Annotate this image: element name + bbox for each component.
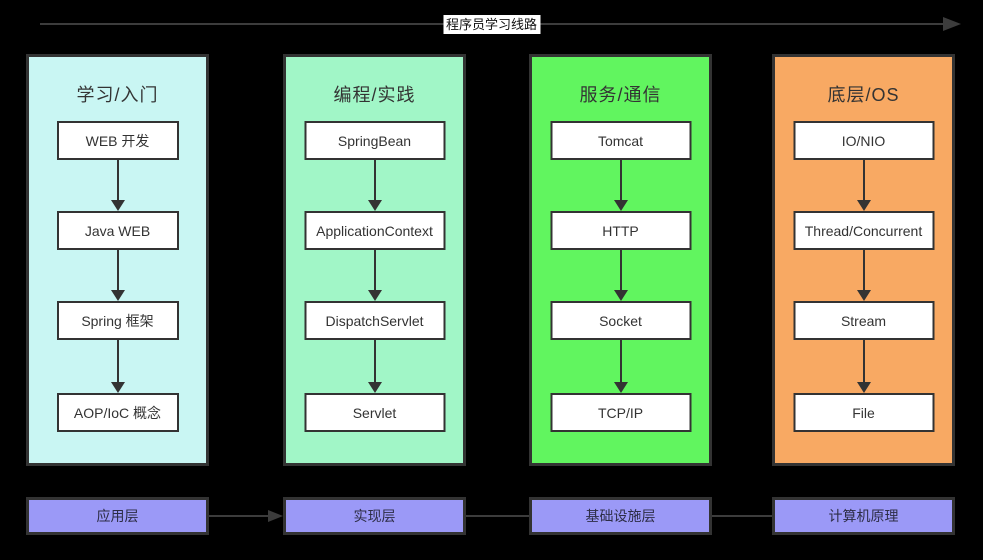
layer-connector-line <box>466 515 529 517</box>
layer-label: 应用层 <box>96 508 139 524</box>
node-springbean: SpringBean <box>304 121 445 160</box>
panel-title: 编程/实践 <box>333 85 416 105</box>
node-dispatchservlet: DispatchServlet <box>304 301 445 340</box>
layer-computer-principles: 计算机原理 <box>772 497 955 535</box>
down-arrow-icon <box>116 340 119 382</box>
layer-infrastructure: 基础设施层 <box>529 497 712 535</box>
node-thread-concurrent: Thread/Concurrent <box>793 211 934 250</box>
panel-title: 底层/OS <box>827 85 900 105</box>
layer-label: 计算机原理 <box>828 508 899 524</box>
node-stream: Stream <box>793 301 934 340</box>
panel-title: 服务/通信 <box>579 85 662 105</box>
node-web-dev: WEB 开发 <box>56 121 179 160</box>
down-arrow-icon <box>619 160 622 200</box>
arrowhead-right-icon <box>943 17 961 31</box>
node-io-nio: IO/NIO <box>793 121 934 160</box>
node-socket: Socket <box>550 301 691 340</box>
node-aop-ioc-concept: AOP/IoC 概念 <box>56 393 179 432</box>
down-arrow-icon <box>862 340 865 382</box>
down-arrow-icon <box>619 340 622 382</box>
node-file: File <box>793 393 934 432</box>
down-arrow-icon <box>373 340 376 382</box>
panel-title: 学习/入门 <box>76 85 159 105</box>
node-applicationcontext: ApplicationContext <box>304 211 445 250</box>
down-arrow-icon <box>116 250 119 290</box>
layer-label: 实现层 <box>353 508 396 524</box>
down-arrow-icon <box>373 160 376 200</box>
node-tcp-ip: TCP/IP <box>550 393 691 432</box>
node-http: HTTP <box>550 211 691 250</box>
down-arrow-icon <box>862 160 865 200</box>
down-arrow-icon <box>373 250 376 290</box>
panel-os-fundamentals: 底层/OS IO/NIO Thread/Concurrent Stream Fi… <box>772 54 955 466</box>
layer-application: 应用层 <box>26 497 209 535</box>
node-servlet: Servlet <box>304 393 445 432</box>
node-spring-framework: Spring 框架 <box>56 301 179 340</box>
learning-path-label: 程序员学习线路 <box>442 15 541 34</box>
layer-connector-line <box>712 515 772 517</box>
down-arrow-icon <box>116 160 119 200</box>
down-arrow-icon <box>619 250 622 290</box>
node-tomcat: Tomcat <box>550 121 691 160</box>
down-arrow-icon <box>862 250 865 290</box>
panel-learning-intro: 学习/入门 WEB 开发 Java WEB Spring 框架 AOP/IoC … <box>26 54 209 466</box>
node-java-web: Java WEB <box>56 211 179 250</box>
panel-coding-practice: 编程/实践 SpringBean ApplicationContext Disp… <box>283 54 466 466</box>
layer-connector-arrow <box>209 515 268 517</box>
layer-label: 基础设施层 <box>585 508 656 524</box>
layer-implementation: 实现层 <box>283 497 466 535</box>
panel-service-communication: 服务/通信 Tomcat HTTP Socket TCP/IP <box>529 54 712 466</box>
